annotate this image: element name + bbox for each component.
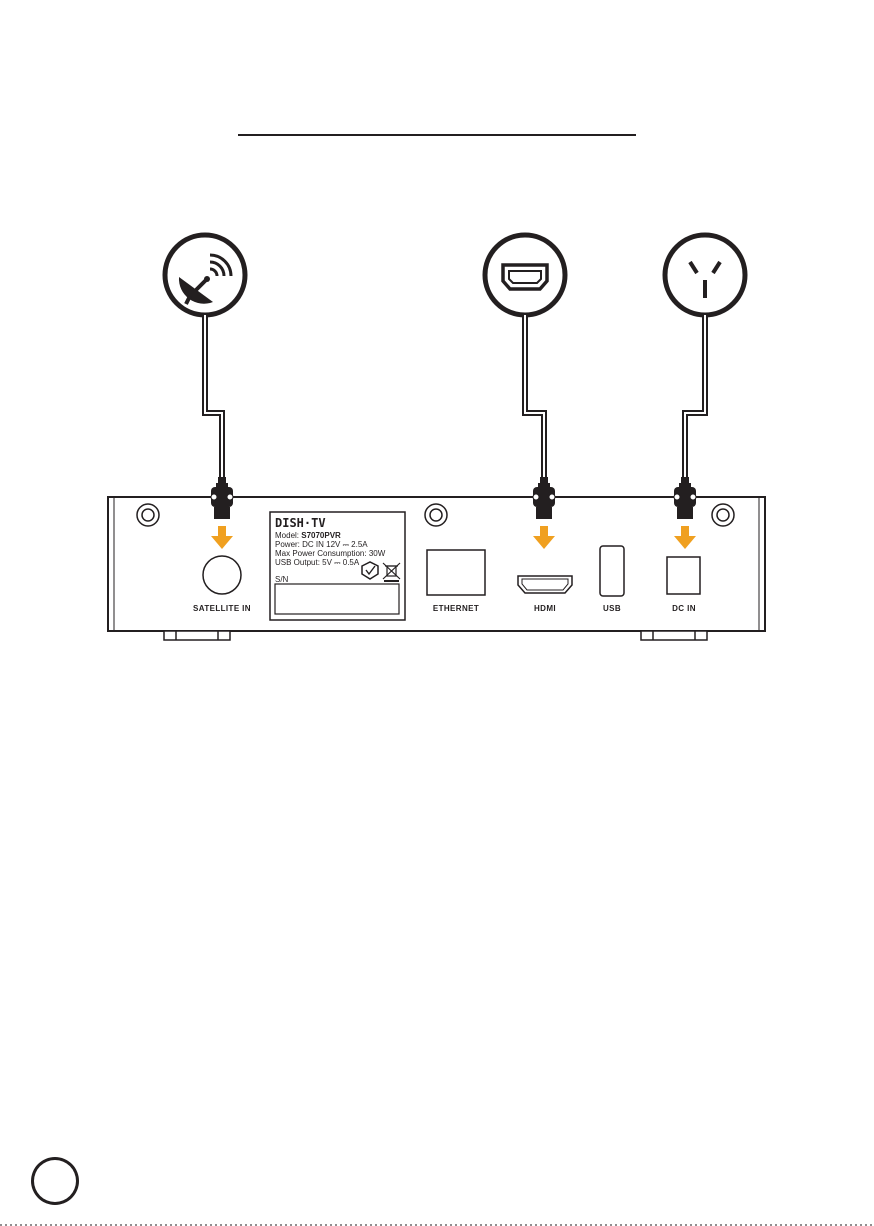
usb-output: USB Output: 5V ⎓ 0.5A [275,558,360,567]
device-foot-right [641,631,707,640]
satellite-in-label: SATELLITE IN [193,604,251,613]
model-prefix: Model: [275,531,301,540]
power-plug [674,477,696,519]
satellite-in-port[interactable] [203,556,241,594]
hdmi-port[interactable] [518,576,572,593]
page-number-marker-inner [34,1160,76,1202]
hdmi-plug [533,477,555,519]
serial-number-box [275,584,399,614]
max-power: Max Power Consumption: 30W [275,549,386,558]
screw-center [425,504,447,526]
dc-in-label: DC IN [672,604,696,613]
usb-label: USB [603,604,621,613]
usb-port[interactable] [600,546,624,596]
serial-number-label: S/N [275,575,289,584]
dc-in-port[interactable] [667,557,700,594]
screw-right [712,504,734,526]
satellite-cable [205,315,222,478]
model-line: Model: S7070PVR [275,531,341,540]
device-foot-left [164,631,230,640]
power-outlet-icon [665,235,745,315]
satellite-plug [211,477,233,519]
power-cable [685,315,705,478]
rating-label: DISH·TV Model: S7070PVR Power: DC IN 12V… [270,512,405,620]
model-number: S7070PVR [301,531,341,540]
ethernet-port[interactable] [427,550,485,595]
ethernet-label: ETHERNET [433,604,479,613]
hdmi-cable [525,315,544,478]
hdmi-icon [485,235,565,315]
hdmi-label: HDMI [534,604,556,613]
brand-logo: DISH·TV [275,516,326,530]
power-rating: Power: DC IN 12V ⎓ 2.5A [275,540,368,549]
screw-left [137,504,159,526]
satellite-dish-icon [165,235,245,315]
